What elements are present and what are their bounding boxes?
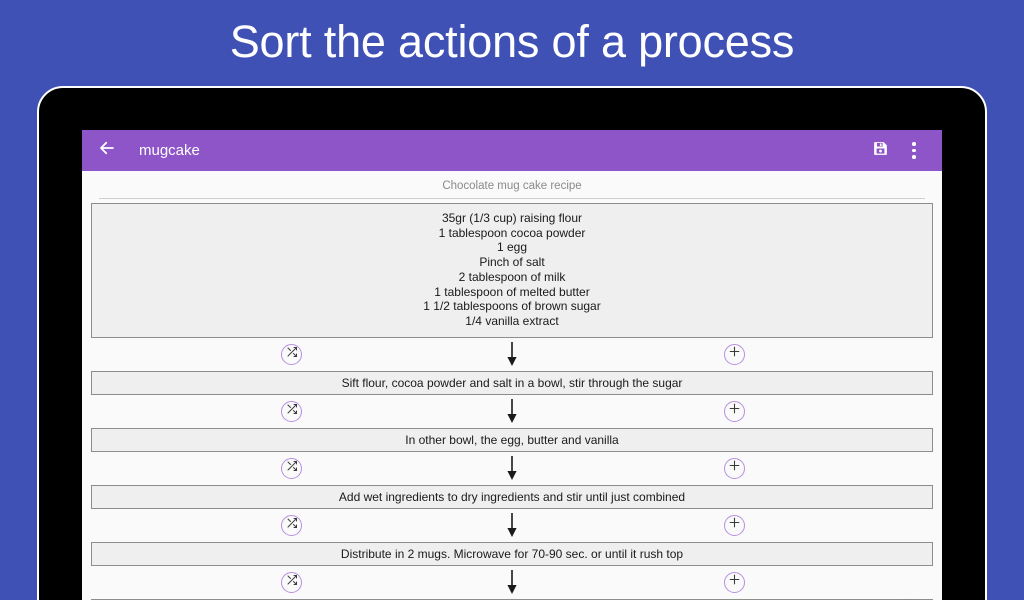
step-connector-row [91,566,933,599]
recipe-title: Chocolate mug cake recipe [442,180,582,192]
shuffle-step-button[interactable] [281,571,302,593]
ingredient-line: 1 tablespoon cocoa powder [438,225,586,240]
step-connector-row [91,395,933,428]
step-card[interactable]: In other bowl, the egg, butter and vanil… [91,427,933,452]
step-connector-row [91,338,933,371]
shuffle-icon [286,402,298,420]
tablet-device-frame: mugcake Choco [37,86,987,600]
plus-circle-icon [728,573,741,591]
save-floppy-icon [872,140,889,162]
shuffle-icon [286,345,298,363]
ingredient-line: 1/4 vanilla extract [465,313,559,328]
ingredient-line: 35gr (1/3 cup) raising flour [441,211,583,225]
shuffle-icon [286,516,298,534]
arrow-down-icon [505,455,519,482]
overflow-menu-button[interactable] [900,137,928,165]
plus-circle-icon [728,345,741,363]
step-card[interactable]: Distribute in 2 mugs. Microwave for 70-9… [91,541,933,566]
promo-headline: Sort the actions of a process [229,16,795,67]
add-step-button[interactable] [724,343,745,365]
plus-circle-icon [728,459,741,477]
arrow-down-icon [505,512,519,539]
toolbar-title: mugcake [139,142,200,159]
add-step-button[interactable] [724,457,745,479]
ingredient-line: 1 egg [496,240,528,255]
plus-circle-icon [728,402,741,420]
add-step-button[interactable] [724,571,745,593]
step-card[interactable]: Add wet ingredients to dry ingredients a… [91,484,933,509]
step-card[interactable]: You got a chocolate mug cake. Eat it :) [91,598,933,600]
arrow-down-icon [505,341,519,368]
arrow-down-icon [505,569,519,596]
plus-circle-icon [728,516,741,534]
arrow-left-icon [98,139,116,162]
shuffle-step-button[interactable] [281,514,302,536]
ingredient-line: 1 1/2 tablespoons of brown sugar [423,299,601,314]
steps-list: Sift flour, cocoa powder and salt in a b… [91,338,933,600]
ingredient-line: 2 tablespoon of milk [458,269,566,284]
ingredient-line: Pinch of salt [479,255,545,270]
shuffle-icon [286,573,298,591]
app-toolbar: mugcake [82,130,942,171]
step-card[interactable]: Sift flour, cocoa powder and salt in a b… [91,370,933,395]
add-step-button[interactable] [724,400,745,422]
process-editor-content: Chocolate mug cake recipe 35gr (1/3 cup)… [82,171,942,600]
title-divider [99,198,925,199]
ingredient-line: 1 tablespoon of melted butter [434,284,590,299]
more-vertical-icon [912,142,916,159]
tablet-screen: mugcake Choco [82,130,942,600]
arrow-down-icon [505,398,519,425]
shuffle-step-button[interactable] [281,457,302,479]
save-button[interactable] [866,137,894,165]
shuffle-icon [286,459,298,477]
step-connector-row [91,452,933,485]
back-button[interactable] [92,136,122,166]
add-step-button[interactable] [724,514,745,536]
step-connector-row [91,509,933,542]
shuffle-step-button[interactable] [281,343,302,365]
shuffle-step-button[interactable] [281,400,302,422]
